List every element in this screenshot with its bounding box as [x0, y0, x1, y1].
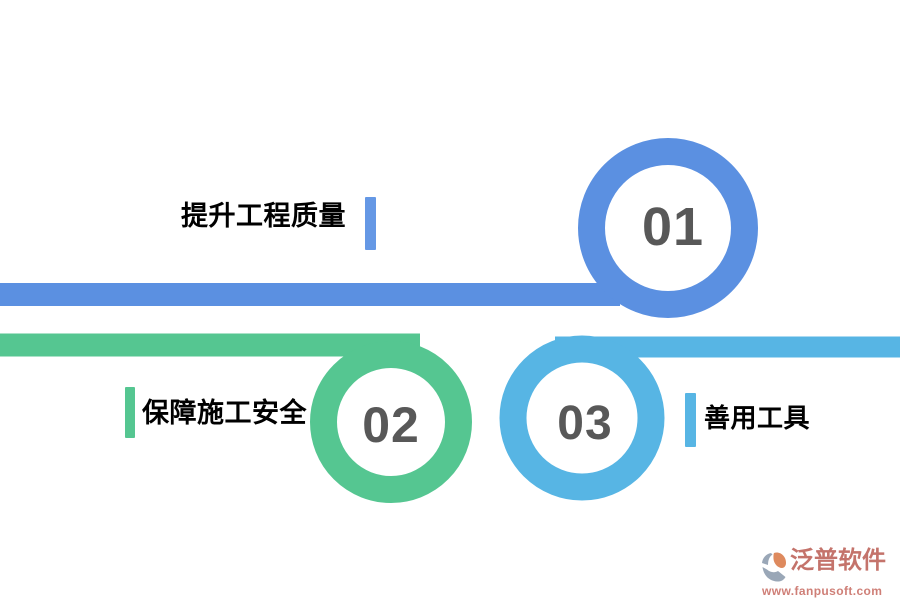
brand-url: www.fanpusoft.com — [762, 584, 883, 598]
item1-label: 提升工程质量 — [181, 201, 346, 231]
item3-number: 03 — [557, 397, 613, 450]
item1-number: 01 — [641, 197, 705, 257]
item2-label: 保障施工安全 — [142, 398, 307, 428]
item2-number: 02 — [362, 397, 420, 453]
item1-loop-ring — [578, 138, 758, 318]
fanpu-pinwheel-icon — [762, 552, 786, 582]
brand-logo: 泛普软件 www.fanpusoft.com — [760, 548, 894, 598]
item2-loop-ring — [310, 341, 472, 503]
item1-accent-bar — [365, 197, 376, 250]
item3-loop-ring — [499, 335, 665, 501]
item2-accent-bar — [125, 387, 135, 438]
item3-accent-bar — [685, 393, 696, 447]
item3-label: 善用工具 — [704, 403, 811, 433]
brand-name: 泛普软件 — [790, 547, 886, 574]
